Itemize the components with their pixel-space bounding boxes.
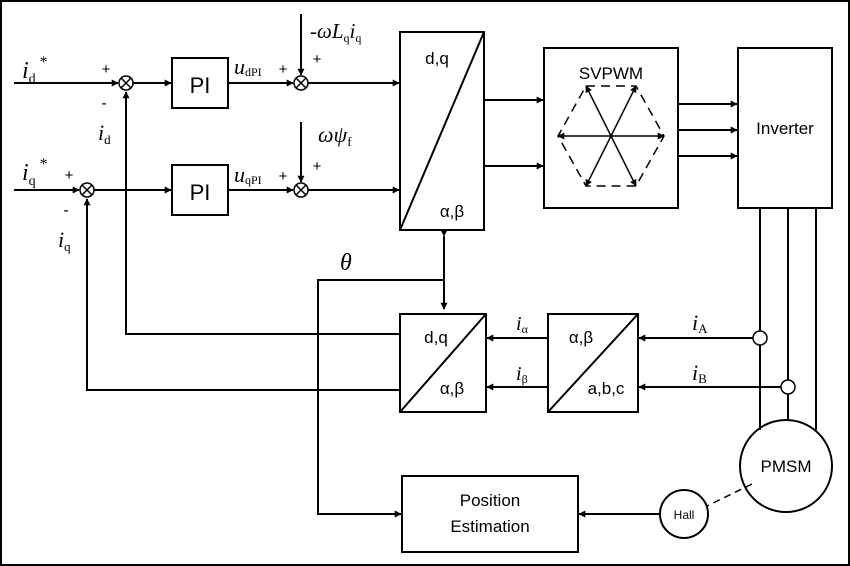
svpwm-block (543, 47, 679, 209)
pmsm-motor (739, 419, 833, 513)
sum-junction-d (118, 75, 134, 91)
pi-d-label: PI (190, 73, 211, 98)
inverse-park-top-label: d,q (425, 49, 449, 68)
svpwm-hexagon-icon (557, 85, 665, 187)
udpi-label: udPI (234, 54, 262, 79)
park-bottom-label: α,β (440, 379, 465, 398)
position-estimation-block (401, 475, 579, 553)
i-beta-label: iβ (516, 363, 528, 386)
sum2-minus-sign: - (63, 202, 68, 219)
clarke-bottom-label: a,b,c (588, 379, 625, 398)
id-ref-label: id* (22, 54, 48, 87)
inverse-park-bottom-label: α,β (440, 202, 465, 221)
sum3-plus-left: + (279, 61, 288, 78)
iq-ref-label: iq* (22, 156, 48, 189)
sum2-plus-sign: + (65, 167, 74, 184)
uqpi-label: uqPI (234, 162, 262, 187)
pi-q-label: PI (190, 180, 211, 205)
signal-wires (14, 14, 817, 518)
inverse-park-diagonal (399, 31, 485, 231)
sum-junction-q-decouple (293, 182, 309, 198)
theta-label: θ (340, 250, 352, 276)
sum1-minus-sign: - (101, 95, 106, 112)
park-top-label: d,q (424, 328, 448, 347)
svpwm-label: SVPWM (579, 64, 643, 83)
i-alpha-label: iα (516, 313, 529, 336)
i-A-label: iA (692, 310, 708, 336)
position-estimation-line1: Position (460, 491, 520, 510)
inverter-block (737, 47, 833, 209)
iq-feedback-label: iq (58, 227, 71, 254)
clarke-diagonal (547, 313, 639, 413)
clarke-top-label: α,β (569, 328, 594, 347)
decouple-q-label: ωψf (318, 122, 352, 149)
hall-label: Hall (674, 508, 695, 522)
id-feedback-label: id (98, 120, 111, 147)
pmsm-label: PMSM (761, 457, 812, 476)
inverter-label: Inverter (756, 119, 814, 138)
sum-junction-d-decouple (293, 75, 309, 91)
sum1-plus-sign: + (102, 61, 111, 78)
sum4-plus-left: + (279, 168, 288, 185)
sum-junction-q (79, 182, 95, 198)
sum4-plus-top: + (313, 158, 322, 175)
pi-q-block (171, 164, 229, 216)
i-B-label: iB (692, 360, 707, 386)
sum3-plus-top: + (313, 51, 322, 68)
pi-d-block (171, 57, 229, 109)
position-estimation-line2: Estimation (450, 517, 529, 536)
decouple-d-label: -ωLqiq (310, 19, 361, 45)
park-diagonal (399, 313, 487, 413)
